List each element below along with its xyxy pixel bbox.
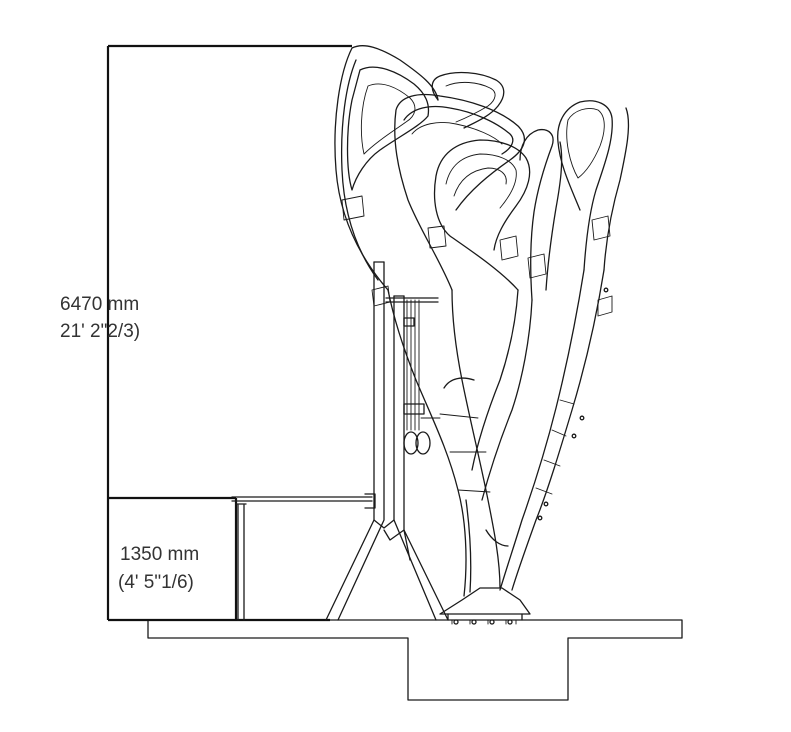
bar-height-imperial: (4' 5"1/6) — [118, 572, 194, 593]
support-frame — [325, 261, 449, 621]
overall-height-metric: 6470 mm — [60, 294, 139, 315]
tree-trunk — [387, 269, 605, 597]
gymnastic-rings — [403, 299, 441, 455]
bar-height-dimension: 1350 mm (4' 5"1/6) — [108, 496, 238, 620]
bar-height-metric: 1350 mm — [120, 544, 199, 565]
horizontal-bar — [231, 493, 376, 621]
tree-canopy — [334, 45, 630, 317]
overall-height-dimension: 6470 mm 21' 2"2/3) — [60, 44, 352, 620]
bolt-details — [453, 287, 609, 625]
tree-base — [439, 587, 531, 625]
overall-height-imperial: 21' 2"2/3) — [60, 321, 140, 342]
ground-slab — [108, 618, 683, 701]
